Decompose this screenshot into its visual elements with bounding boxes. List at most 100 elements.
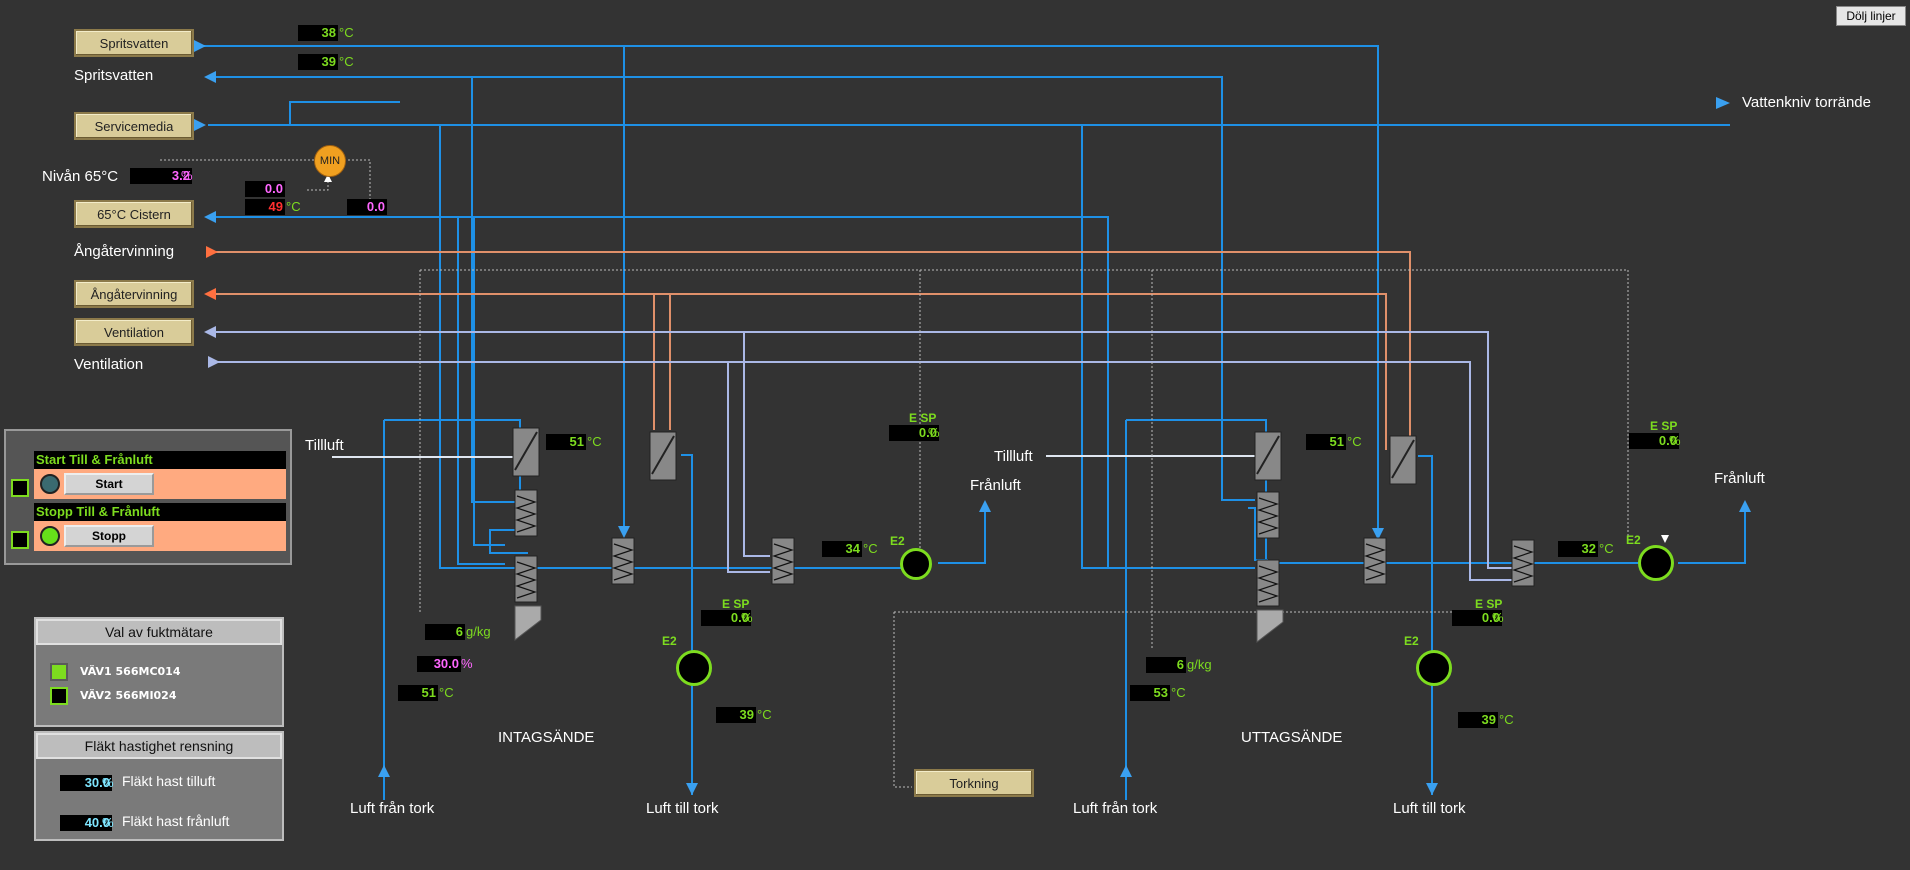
- luft-fran-tork-label-2: Luft från tork: [1073, 800, 1158, 817]
- fan-uttag-tilluft[interactable]: [1416, 650, 1452, 686]
- fan-speed-panel: Fläkt hastighet rensning 30.0 % Fläkt ha…: [34, 731, 284, 841]
- franluft-label-1: Frånluft: [970, 477, 1021, 494]
- fan-speed-title: Fläkt hastighet rensning: [36, 733, 282, 759]
- unit-pct: %: [928, 425, 940, 440]
- hide-lines-button[interactable]: Dölj linjer: [1836, 6, 1906, 26]
- unit-c: °C: [286, 199, 301, 214]
- stop-button[interactable]: Stopp: [64, 525, 154, 547]
- intag-hx-temp: 51: [546, 434, 586, 450]
- e-sp-label: E SP: [722, 597, 750, 611]
- unit-c: °C: [757, 707, 772, 722]
- e2-label: E2: [662, 634, 677, 648]
- humidity-option1-label: VÄV1 566MC014: [80, 665, 181, 678]
- unit-c: °C: [1599, 541, 1614, 556]
- fan-tilluft-value[interactable]: 30.0: [60, 775, 112, 791]
- e-sp-label: E SP: [1475, 597, 1503, 611]
- uttag-coil-temp: 32: [1558, 541, 1598, 557]
- unit-pct: %: [1492, 610, 1504, 625]
- spritsvatten-return-label: Spritsvatten: [74, 67, 154, 84]
- uttag-hx-temp: 51: [1306, 434, 1346, 450]
- fan-franluft-label: Fläkt hast frånluft: [122, 813, 230, 829]
- torkning-button[interactable]: Torkning: [914, 769, 1034, 797]
- stop-status-icon: [40, 526, 60, 546]
- tillluft-label-2: Tillluft: [994, 448, 1033, 465]
- unit-c: °C: [1499, 712, 1514, 727]
- unit-c: °C: [863, 541, 878, 556]
- luft-till-tork-label-1: Luft till tork: [646, 800, 719, 817]
- cistern-temp: 49: [245, 199, 285, 215]
- e-sp-label: E SP: [1650, 419, 1678, 433]
- unit-c: °C: [1347, 434, 1362, 449]
- start-indicator: [11, 479, 29, 497]
- e2-label: E2: [890, 534, 905, 548]
- intag-esp-top: 0.0: [889, 425, 939, 441]
- start-stop-panel: Start Till & Frånluft Start Stopp Till &…: [4, 429, 292, 565]
- unit-pct: %: [181, 168, 193, 183]
- fan-intag-franluft[interactable]: [900, 548, 932, 580]
- ventilation-supply-label: Ventilation: [74, 356, 144, 373]
- unit-c: °C: [439, 685, 454, 700]
- servicemedia-button[interactable]: Servicemedia: [74, 112, 194, 140]
- unit-c: °C: [1171, 685, 1186, 700]
- spritsvatten-button[interactable]: Spritsvatten: [74, 29, 194, 57]
- unit-c: °C: [339, 54, 354, 69]
- fan-tilluft-label: Fläkt hast tilluft: [122, 773, 216, 789]
- angatervinning-supply-label: Ångåtervinning: [74, 243, 175, 260]
- intag-air-temp: 51: [398, 685, 438, 701]
- start-title: Start Till & Frånluft: [34, 451, 286, 469]
- unit-pct: %: [102, 815, 114, 830]
- uttag-esp-top: 0.0: [1629, 433, 1679, 449]
- e-sp-label: E SP: [909, 411, 937, 425]
- humidity-option2-label: VÄV2 566MI024: [80, 689, 177, 702]
- start-button[interactable]: Start: [64, 473, 154, 495]
- franluft-label-2: Frånluft: [1714, 470, 1765, 487]
- unit-gkg: g/kg: [466, 624, 491, 639]
- intag-rh: 30.0: [417, 656, 461, 672]
- unit-pct: %: [741, 610, 753, 625]
- min-input-value: 0.0: [245, 181, 285, 197]
- stop-indicator: [11, 531, 29, 549]
- e2-label: E2: [1626, 533, 1641, 547]
- tillluft-label-1: Tillluft: [305, 437, 344, 454]
- uttagsande-label: UTTAGSÄNDE: [1241, 729, 1343, 746]
- uttag-return-temp: 39: [1458, 712, 1498, 728]
- humidity-option2-checkbox[interactable]: [50, 687, 68, 705]
- humidity-selector-panel: Val av fuktmätare VÄV1 566MC014 VÄV2 566…: [34, 617, 284, 727]
- luft-till-tork-label-2: Luft till tork: [1393, 800, 1466, 817]
- unit-pct: %: [461, 656, 473, 671]
- spritsvatten-temp-2: 39: [298, 54, 338, 70]
- nivan-value: 3.2: [130, 168, 192, 184]
- e2-label: E2: [1404, 634, 1419, 648]
- fan-uttag-franluft[interactable]: [1638, 545, 1674, 581]
- fan-intag-tilluft[interactable]: [676, 650, 712, 686]
- unit-c: °C: [587, 434, 602, 449]
- unit-pct: %: [1669, 433, 1681, 448]
- uttag-humidity: 6: [1146, 657, 1186, 673]
- intag-coil-temp: 34: [822, 541, 862, 557]
- coils: [514, 489, 1535, 607]
- spritsvatten-temp-1: 38: [298, 25, 338, 41]
- fan-franluft-value[interactable]: 40.0: [60, 815, 112, 831]
- nivan-label: Nivån 65°C: [42, 168, 119, 185]
- cistern-button[interactable]: 65°C Cistern: [74, 200, 194, 228]
- ventilation-button[interactable]: Ventilation: [74, 318, 194, 346]
- intag-esp-bottom: 0.0: [701, 610, 751, 626]
- min-output-value: 0.0: [347, 199, 387, 215]
- min-selector[interactable]: MIN: [314, 145, 346, 177]
- humidity-selector-title: Val av fuktmätare: [36, 619, 282, 645]
- uttag-esp-bottom: 0.0: [1452, 610, 1502, 626]
- angatervinning-button[interactable]: Ångåtervinning: [74, 280, 194, 308]
- intag-humidity: 6: [425, 624, 465, 640]
- unit-c: °C: [339, 25, 354, 40]
- intagsande-label: INTAGSÄNDE: [498, 729, 595, 746]
- uttag-air-temp: 53: [1130, 685, 1170, 701]
- vattenkniv-label: Vattenkniv torrände: [1742, 94, 1871, 111]
- intag-return-temp: 39: [716, 707, 756, 723]
- heat-exchanger-intag: [512, 427, 1417, 485]
- stop-title: Stopp Till & Frånluft: [34, 503, 286, 521]
- start-status-icon: [40, 474, 60, 494]
- humidity-option1-checkbox[interactable]: [50, 663, 68, 681]
- unit-pct: %: [102, 775, 114, 790]
- unit-gkg: g/kg: [1187, 657, 1212, 672]
- luft-fran-tork-label-1: Luft från tork: [350, 800, 435, 817]
